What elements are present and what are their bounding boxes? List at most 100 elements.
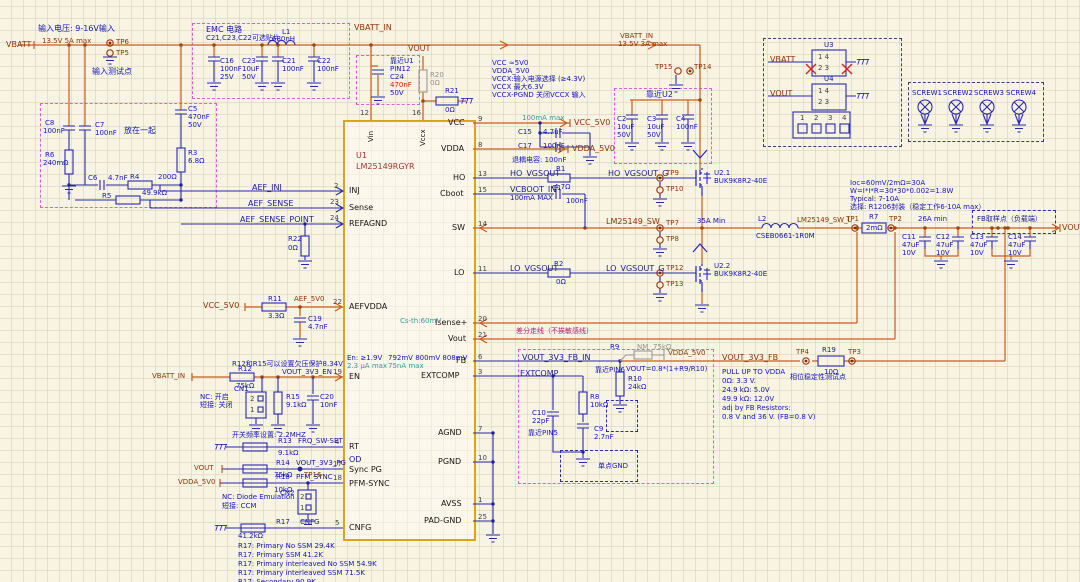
r19-ref: R19 [822, 346, 836, 354]
screw1-label: SCREW1 [912, 89, 942, 97]
u1-pin-fb: FB [456, 356, 467, 365]
pin14-number: 14 [478, 220, 487, 228]
cn1-short-note: 短接: 关闭 [200, 401, 233, 409]
c20-value: 10nF [320, 401, 338, 409]
place-together-note: 放在一起 [124, 126, 156, 135]
screw4-label: SCREW4 [1006, 89, 1036, 97]
c22-value: 100nF [317, 65, 339, 73]
vcboot-current-note: 100mA MAX [510, 194, 553, 202]
r18-value: 10kΩ [274, 486, 293, 494]
l2-ref: L2 [758, 215, 767, 223]
vcboot-in-net: VCBOOT_IN [510, 185, 557, 194]
c23-voltage: 50V [242, 73, 256, 81]
pin6-number: 6 [478, 353, 483, 361]
pullup-note-6: 0.8 V and 36 V. (FB=0.8 V) [722, 413, 816, 421]
c5-voltage: 50V [188, 121, 202, 129]
c2-voltage: 50V [617, 131, 631, 139]
frq-sw-set-net: FRQ_SW-SET [298, 437, 343, 445]
u1-ref: U1 [356, 151, 367, 160]
pfm-vdda-flag: VDDA_5V0 [178, 478, 216, 486]
c13-value: 47uF [970, 241, 988, 249]
c17-value: 100nF [543, 142, 565, 150]
pin3-number: 3 [478, 368, 483, 376]
pin24-number: 24 [330, 214, 339, 222]
lo-vgsout-g-net: LO_VGSOUT_G [606, 264, 665, 273]
lm25149-sw-net: LM25149_SW [606, 217, 660, 226]
ho-vgsout-net: HO_VGSOUT [510, 169, 561, 178]
power-note: W=I*I*R=30*30*0.002=1.8W [850, 187, 954, 195]
pin22-number: 22 [333, 298, 342, 306]
c6-value: 4.7nF [108, 174, 128, 182]
tp1-label: TP1 [846, 215, 859, 223]
tp6-label: TP6 [116, 38, 129, 46]
sw-current-note: 35A Min [697, 217, 726, 225]
freq-setting-note: 开关频率设置: 2.2MHZ [232, 431, 306, 439]
u21-ref: U2.1 [714, 169, 731, 177]
aef-5v0-net: AEF_5V0 [294, 295, 325, 303]
c23-ref: C23 [242, 57, 256, 65]
vbatt-in-rail-label: VBATT_IN [620, 32, 654, 40]
vout-net-label: VOUT [408, 44, 431, 53]
u1-pin-vdda: VDDA [441, 144, 465, 153]
u1-pin-pfm-sync: PFM-SYNC [349, 479, 390, 488]
u1-pin-inj: INJ [349, 186, 360, 195]
r11-value: 3.3Ω [268, 312, 285, 320]
c19-ref: C19 [308, 315, 322, 323]
cn1-pin1: 1 [250, 406, 255, 414]
r17-value: 41.2kΩ [238, 532, 263, 540]
tp15-label: TP15 [655, 63, 673, 71]
cn2-ref: CN2 [280, 489, 295, 497]
aef-sense-net: AEF_SENSE [248, 199, 294, 208]
cn1-ref: CN1 [234, 385, 249, 393]
tp7-label: TP7 [666, 219, 679, 227]
pin25-number: 25 [478, 513, 487, 521]
u4-pins-bottom: 2 3 [818, 98, 830, 106]
near-pin5-note: 靠近PIN5 [528, 429, 558, 437]
c7-value: 100nF [95, 129, 117, 137]
u1-pin-lo: LO [454, 268, 465, 277]
r22-value: 0Ω [288, 244, 298, 252]
r17-note-5: R17: Secondary 90.9K [238, 578, 316, 582]
u1-pin-aefvdda: AEFVDDA [349, 302, 388, 311]
cs-threshold-note: Cs-th:60mV [400, 317, 442, 325]
c16-ref: C16 [220, 57, 234, 65]
fb-current-note: 75nA max [388, 362, 424, 370]
c24-voltage: 50V [390, 89, 404, 97]
c8-value: 100nF [43, 127, 65, 135]
vin-pin-label: Vin [367, 130, 375, 142]
r5-ref: R5 [102, 192, 112, 200]
r12-ref: R12 [238, 365, 252, 373]
r6-value: 240mΩ [43, 159, 69, 167]
u22-part: BUK9K8R2-40E [714, 270, 768, 278]
c17-ref: C17 [518, 142, 532, 150]
u1-pin-en: EN [349, 372, 361, 381]
pin18-number: 18 [333, 474, 342, 482]
u1-pin-isense: Isense+ [435, 318, 468, 327]
pin17-number: 17 [333, 460, 342, 468]
pin10-number: 10 [478, 454, 487, 462]
c11-ref: C11 [902, 233, 916, 241]
cn1-pin2: 2 [250, 395, 255, 403]
tp4-label: TP4 [796, 348, 809, 356]
connector-pin3: 3 [828, 114, 833, 122]
vccx-note-5: VCCX-PGND 关闭VCCX 输入 [492, 91, 586, 99]
vbatt-in-flag: VBATT_IN [354, 23, 392, 32]
u3-vbatt-label: VBATT [770, 55, 796, 64]
vccx-note-1: VCC ≈5V0 [492, 59, 529, 67]
pin5-number: 5 [335, 519, 340, 527]
pin12-number: 12 [360, 109, 369, 117]
c10-ref: C10 [532, 409, 546, 417]
r20-value: 0Ω [430, 79, 440, 87]
emc-title: EMC 电路 [206, 25, 243, 34]
r15-ref: R15 [286, 393, 300, 401]
pfm-sync-net: PFM_SYNC [296, 473, 333, 481]
vbatt-net-flag: VBATT [6, 40, 32, 49]
r13-ref: R13 [278, 437, 292, 445]
screw2-label: SCREW2 [943, 89, 973, 97]
u1-pin-agnd: AGND [438, 428, 462, 437]
r1-value: 4.7Ω [554, 183, 571, 191]
u4-ref: U4 [824, 75, 834, 83]
pin9-number: 9 [478, 115, 483, 123]
pullup-note-2: 0Ω: 3.3 V. [722, 377, 756, 385]
single-point-gnd-note: 单点GND [598, 462, 629, 470]
